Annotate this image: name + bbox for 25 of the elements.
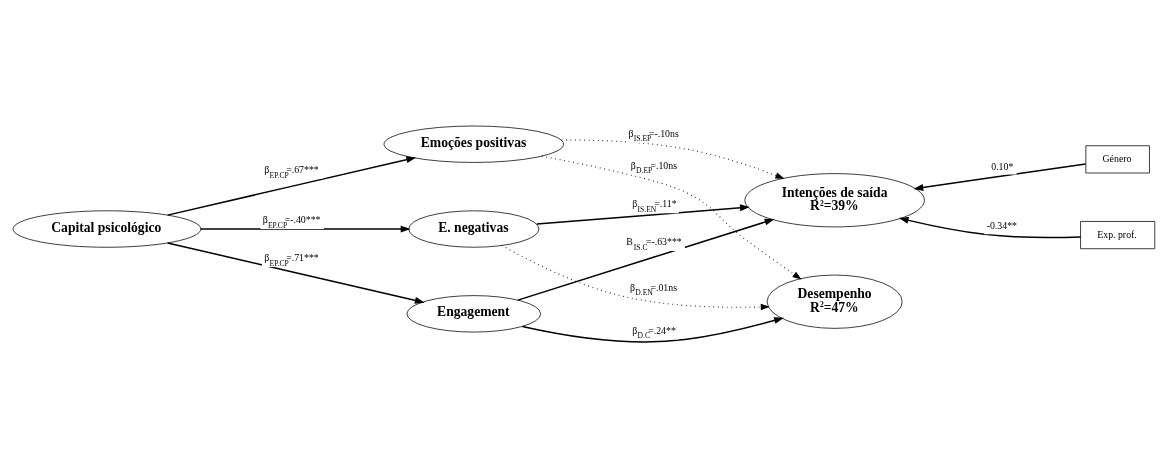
- node-ellipse: Desempenho R$^{2}$=47%: [766, 274, 903, 329]
- arrow: [501, 244, 770, 311]
- edge-label: β$_{EP.CP}$=.67***: [264, 164, 319, 180]
- edge-label: B$_{IS.C}$=-.63***: [626, 236, 682, 252]
- arrow: [541, 155, 802, 280]
- edge-label: β$_{IS.EN}$=.11*: [632, 198, 677, 214]
- arrow: [536, 204, 750, 225]
- edge-label: -0.34**: [986, 220, 1017, 232]
- node-ellipse: Capital psicológico: [12, 210, 202, 248]
- arrow: [166, 242, 425, 304]
- arrow: [200, 225, 411, 233]
- arrow: [517, 218, 775, 301]
- edge-label: β$_{EP.CP}$=.71***: [264, 252, 319, 268]
- edge-label: β$_{IS.EP}$=-.10ns: [628, 127, 679, 144]
- edge-label: β$_{D.EP}$=.10ns: [630, 159, 678, 176]
- edge-label: β$_{D.C}$=.24**: [632, 324, 676, 341]
- edge-label: 0.10*: [991, 160, 1014, 172]
- node-box: Género: [1085, 145, 1150, 174]
- arrow: [913, 163, 1087, 191]
- node-box: Exp. prof.: [1080, 221, 1156, 250]
- node-ellipse: E. negativas: [408, 210, 540, 248]
- edge-label: β$_{EP.CP}$=-.40***: [262, 214, 321, 230]
- arrow: [561, 139, 785, 179]
- edge-label: β$_{D.EN}$=.01ns: [630, 281, 678, 298]
- arrow: [166, 156, 417, 216]
